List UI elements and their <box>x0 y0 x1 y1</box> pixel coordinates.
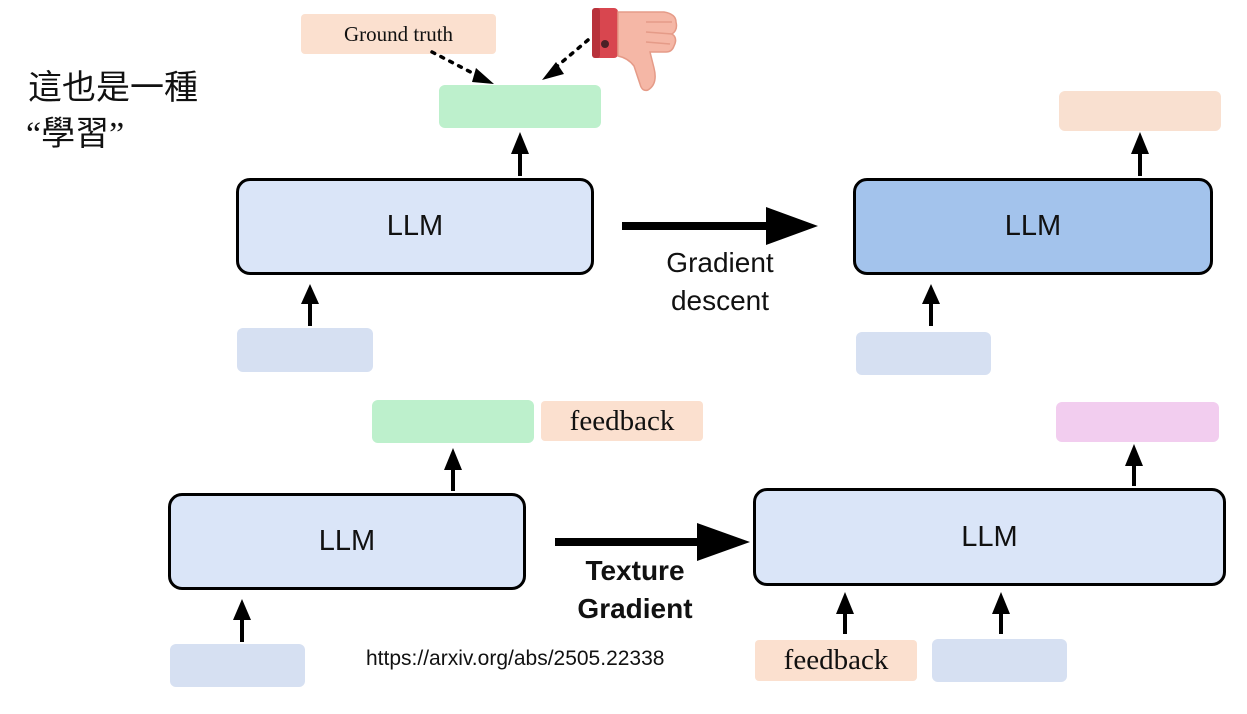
texture-gradient-line-2: Gradient <box>577 593 693 624</box>
top-right-input-box <box>856 332 991 375</box>
ground-truth-label: Ground truth <box>343 21 454 46</box>
arrow-top-right-output <box>1131 132 1149 176</box>
bottom-right-llm-box: LLM <box>753 488 1226 586</box>
arrow-bottom-right-input <box>992 592 1010 634</box>
gradient-descent-line-2: descent <box>670 285 770 316</box>
arrow-texture-gradient <box>555 523 750 561</box>
arrow-gradient-descent <box>622 207 818 245</box>
bottom-left-feedback-tag: feedback <box>541 401 703 441</box>
texture-gradient-line-1: Texture <box>585 555 685 586</box>
dotted-arrow-ground-truth <box>430 50 494 84</box>
top-left-input-box <box>237 328 373 372</box>
texture-gradient-caption: Texture Gradient <box>535 552 735 628</box>
heading-line-1: 這也是一種 <box>28 70 198 107</box>
arrow-top-right-input <box>922 284 940 326</box>
arrow-bottom-left-output <box>444 448 462 491</box>
thumbs-down-icon <box>586 6 686 96</box>
bottom-left-llm-label: LLM <box>318 525 376 557</box>
heading-line-2: “學習” <box>26 116 125 153</box>
bottom-right-input-box <box>932 639 1067 682</box>
arrow-bottom-right-output <box>1125 444 1143 486</box>
bottom-right-llm-label: LLM <box>961 520 1018 553</box>
arrow-top-left-input <box>301 284 319 326</box>
ground-truth-tag: Ground truth <box>301 14 496 54</box>
top-right-llm-label: LLM <box>1004 210 1062 242</box>
dotted-arrow-thumbs-down <box>542 38 590 80</box>
top-right-output-box <box>1059 91 1221 131</box>
bottom-right-feedback-tag: feedback <box>755 640 917 681</box>
gradient-descent-caption: Gradient descent <box>620 244 820 320</box>
top-right-llm-box: LLM <box>853 178 1213 275</box>
bottom-right-output-box <box>1056 402 1219 442</box>
arrow-bottom-right-feedback-input <box>836 592 854 634</box>
reference-url[interactable]: https://arxiv.org/abs/2505.22338 <box>366 647 665 670</box>
top-left-output-box <box>439 85 601 128</box>
top-left-llm-label: LLM <box>386 210 444 242</box>
arrow-bottom-left-input <box>233 599 251 642</box>
bottom-left-input-box <box>170 644 305 687</box>
arrow-top-left-output <box>511 132 529 176</box>
bottom-left-llm-box: LLM <box>168 493 526 590</box>
bottom-right-feedback-label: feedback <box>783 644 889 676</box>
gradient-descent-line-1: Gradient <box>666 247 774 278</box>
bottom-left-output-box <box>372 400 534 443</box>
top-left-llm-box: LLM <box>236 178 594 275</box>
bottom-left-feedback-label: feedback <box>569 404 675 437</box>
